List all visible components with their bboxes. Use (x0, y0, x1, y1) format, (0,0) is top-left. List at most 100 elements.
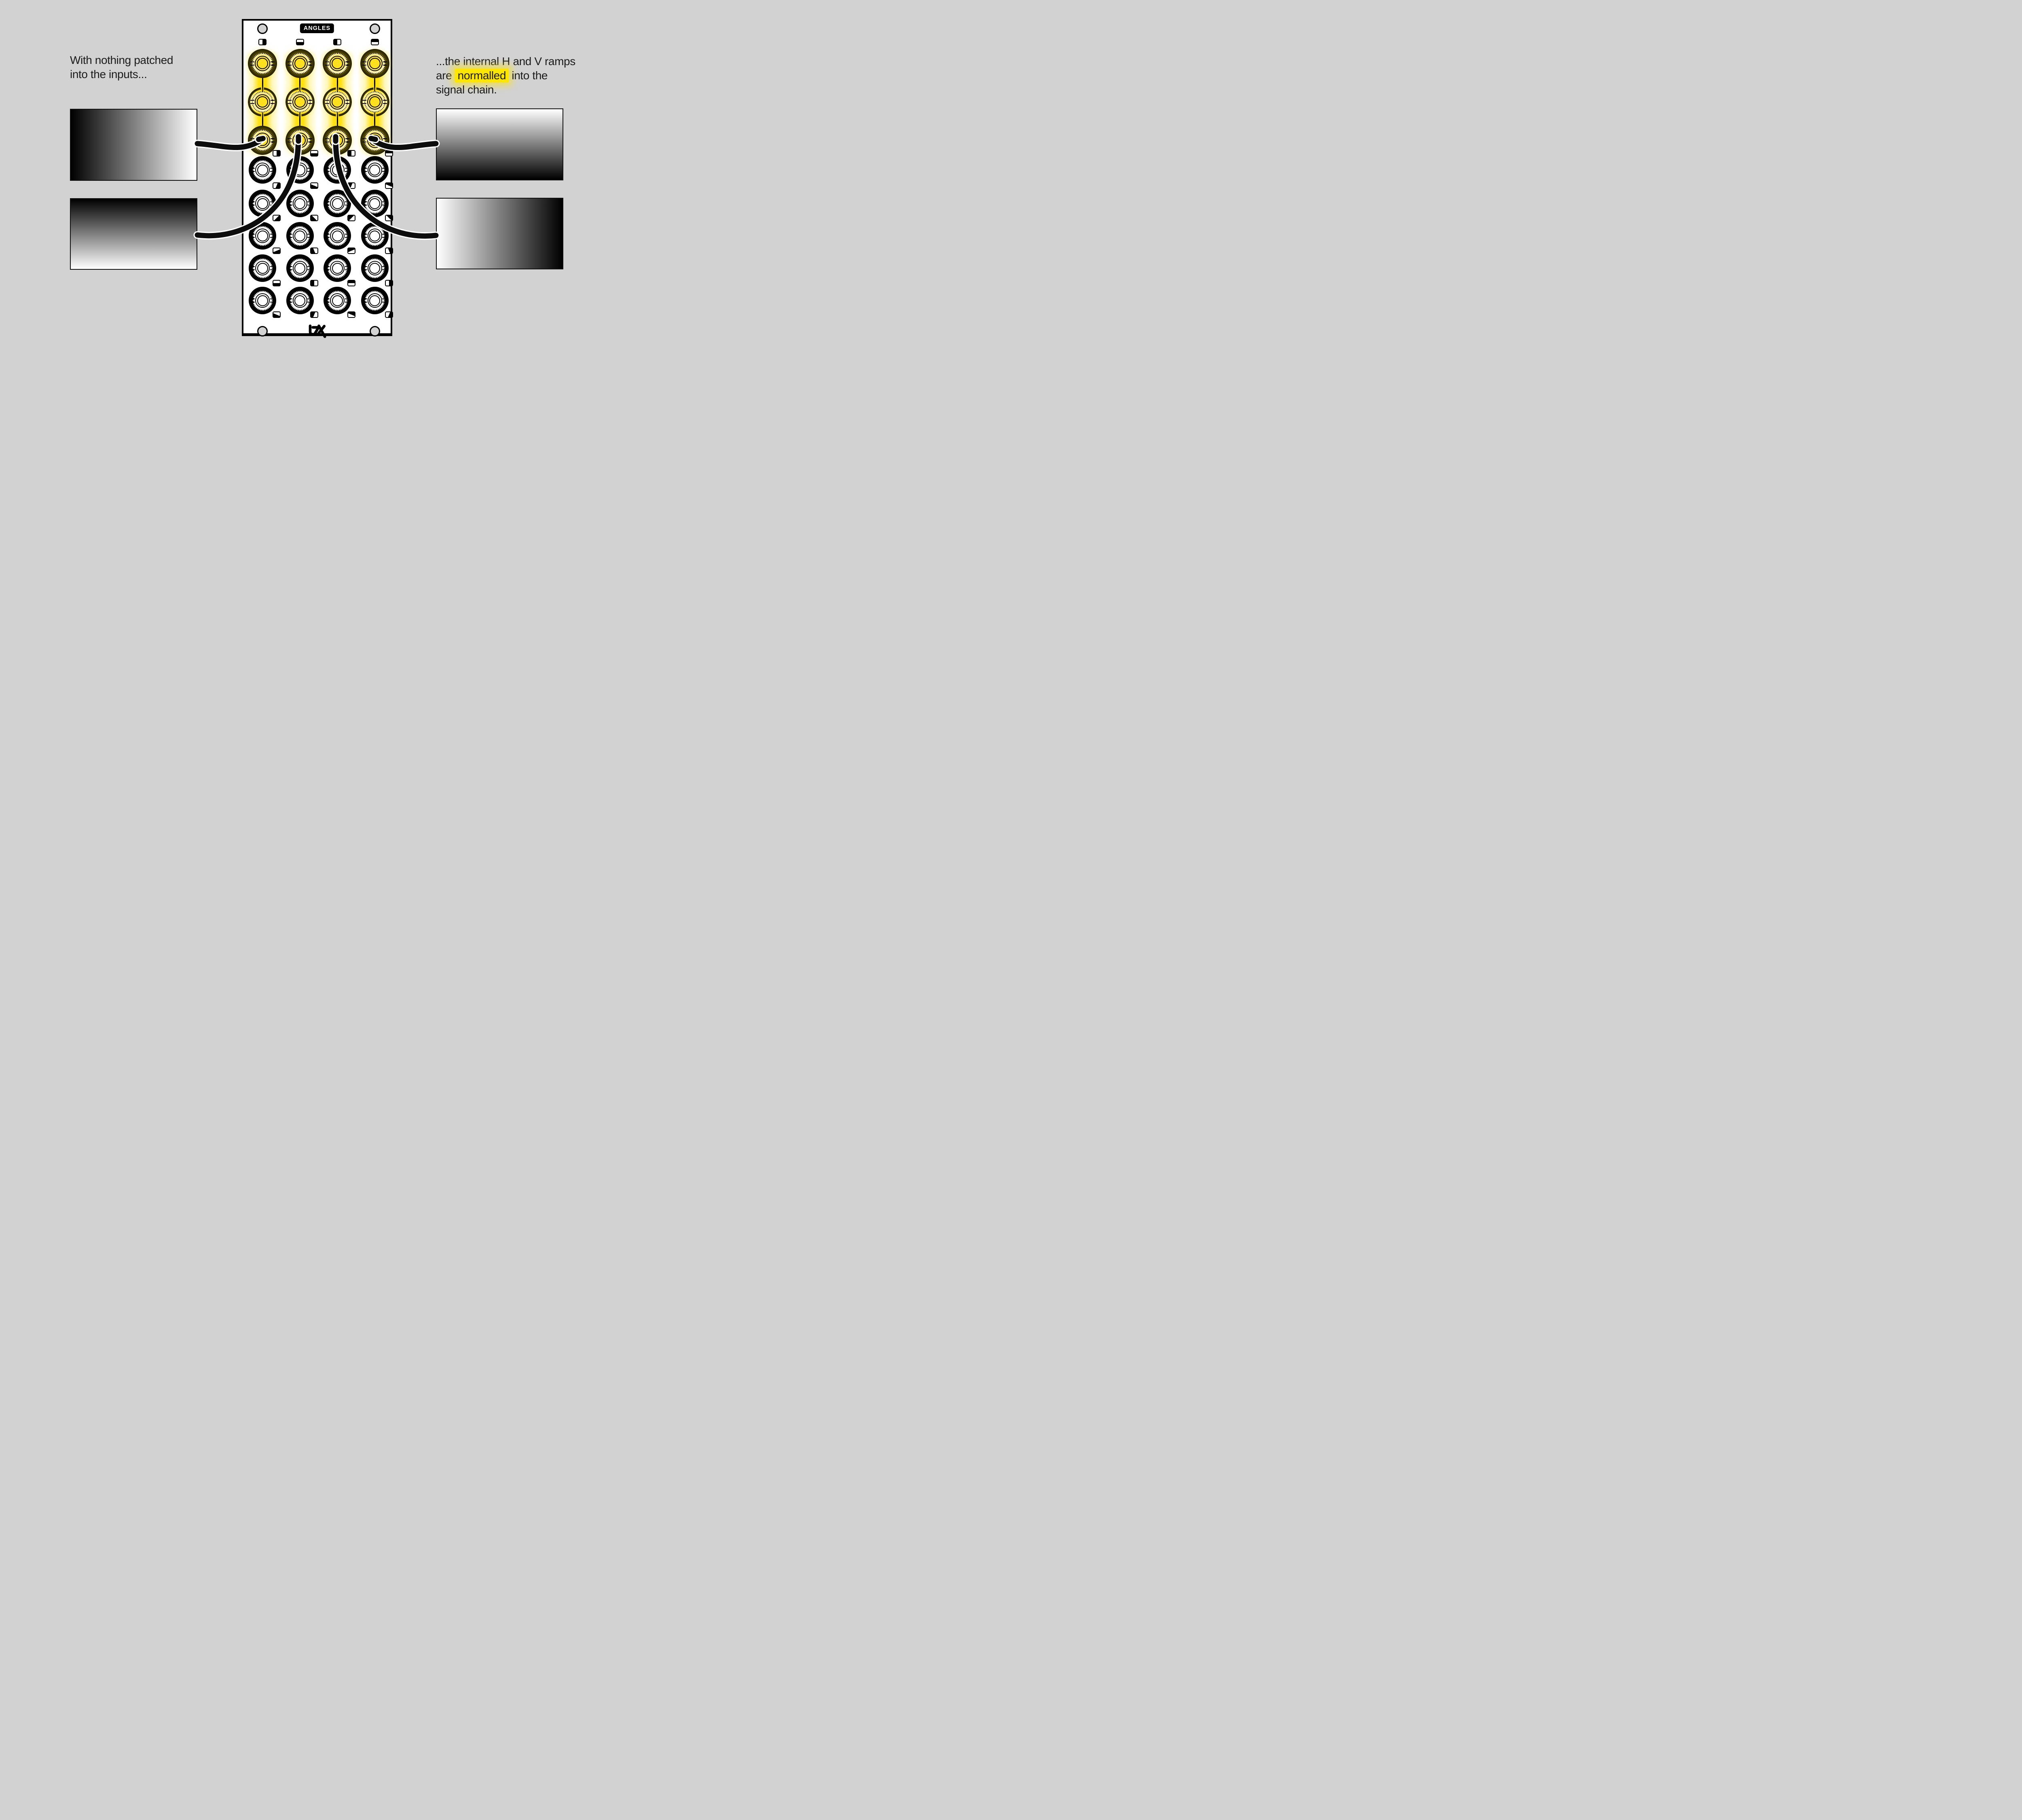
jack-hardware (324, 190, 351, 217)
jack-center-hole (257, 230, 268, 241)
jack-side-tab (250, 138, 254, 142)
jack-side-tab (288, 201, 292, 205)
jack-center-hole (369, 230, 380, 241)
ramp-angle-icon-row3-col4 (385, 215, 393, 221)
jack-side-tab (288, 266, 292, 270)
ramp-angle-icon-row2-col2 (310, 182, 318, 189)
jack-side-tab (345, 100, 350, 104)
jack-side-tab (383, 138, 387, 142)
jack-center-hole (369, 198, 380, 209)
jack-side-tab (345, 201, 349, 205)
jack-side-tab (270, 266, 274, 270)
jack-side-tab (363, 201, 367, 205)
ramp-angle-icon-row4-col3 (347, 248, 355, 254)
jack-side-tab (363, 168, 367, 172)
jack-washer-ring (330, 261, 345, 275)
jack-side-tab (362, 61, 367, 66)
jack-side-tab (326, 298, 330, 303)
jack-side-tab (308, 61, 312, 66)
ramp-angle-icon-row5-col3 (347, 280, 355, 286)
jack-hardware (361, 156, 389, 184)
ramp-angle-icon-row0-col3 (333, 39, 341, 45)
jack-center-hole (332, 198, 343, 209)
jack-center-hole (369, 164, 380, 176)
jack-side-tab (362, 138, 367, 142)
jack-hardware (249, 190, 276, 217)
jack-hardware (286, 287, 314, 314)
jack-washer-ring (255, 56, 270, 71)
ramp-angle-icon-row4-col1 (273, 248, 281, 254)
jack-hardware (324, 156, 351, 184)
jack-center-hole (332, 230, 343, 241)
jack-side-tab (308, 138, 312, 142)
jack-side-tab (326, 266, 330, 270)
ramp-angle-icon-row6-col1 (273, 311, 281, 318)
right-caption-line2: are normalled into the (436, 69, 548, 83)
jack-center-hole (294, 96, 306, 108)
jack-center-hole (294, 198, 305, 209)
jack-side-tab (382, 234, 387, 238)
jack-washer-ring (330, 293, 345, 308)
ramp-angle-icon-row2-col1 (273, 182, 281, 189)
jack-side-tab (307, 168, 312, 172)
jack-washer-ring (255, 261, 270, 275)
jack-center-hole (257, 295, 268, 306)
jack-center-hole (294, 58, 306, 69)
jack-washer-ring (292, 56, 308, 71)
jack-hardware (360, 87, 389, 116)
jack-hardware (361, 190, 389, 217)
module-title: ANGLES (300, 23, 334, 33)
jack-side-tab (251, 168, 255, 172)
jack-side-tab (270, 234, 274, 238)
h-ramp-inverted-source (436, 198, 563, 269)
mounting-hole (369, 23, 380, 34)
jack-washer-ring (255, 94, 270, 110)
jack-side-tab (362, 100, 367, 104)
jack-side-tab (307, 298, 312, 303)
jack-side-tab (345, 298, 349, 303)
jack-washer-ring (255, 293, 270, 308)
jack-hardware (286, 49, 315, 78)
jack-hardware (286, 87, 315, 116)
jack-washer-ring (292, 293, 307, 308)
jack-center-hole (369, 58, 381, 69)
jack-side-tab (345, 168, 349, 172)
jack-washer-ring (367, 261, 382, 275)
left-caption: With nothing patched into the inputs... (70, 53, 173, 81)
jack-hardware (324, 254, 351, 282)
jack-side-tab (307, 266, 312, 270)
jack-side-tab (363, 266, 367, 270)
jack-side-tab (270, 298, 274, 303)
ramp-angle-icon-row0-col4 (370, 39, 379, 45)
ramp-angle-icon-row2-col3 (347, 182, 355, 189)
jack-side-tab (325, 138, 329, 142)
jack-side-tab (288, 61, 292, 66)
mounting-hole (257, 23, 268, 34)
jack-hardware (323, 49, 352, 78)
jack-hardware (249, 156, 276, 184)
jack-side-tab (271, 61, 275, 66)
jack-side-tab (382, 298, 387, 303)
jack-hardware (286, 156, 314, 184)
jack-side-tab (270, 168, 274, 172)
jack-side-tab (251, 266, 255, 270)
jack-side-tab (307, 201, 312, 205)
jack-side-tab (326, 234, 330, 238)
ramp-angle-icon-row1-col4 (385, 150, 393, 157)
jack-side-tab (382, 266, 387, 270)
cable-plug-2 (294, 133, 302, 145)
ramp-angle-icon-row3-col2 (310, 215, 318, 221)
left-caption-line1: With nothing patched (70, 54, 173, 66)
jack-center-hole (257, 262, 268, 274)
jack-center-hole (332, 58, 343, 69)
angles-module-panel: ANGLES (242, 19, 393, 338)
lzx-logo-l-stroke (309, 324, 320, 336)
jack-center-hole (332, 295, 343, 306)
ramp-angle-icon-row6-col3 (347, 311, 355, 318)
ramp-angle-icon-row1-col3 (347, 150, 355, 157)
jack-hardware (249, 254, 276, 282)
ramp-angle-icon-row0-col2 (296, 39, 304, 45)
jack-center-hole (369, 96, 381, 108)
jack-hardware (360, 49, 389, 78)
jack-hardware (286, 254, 314, 282)
